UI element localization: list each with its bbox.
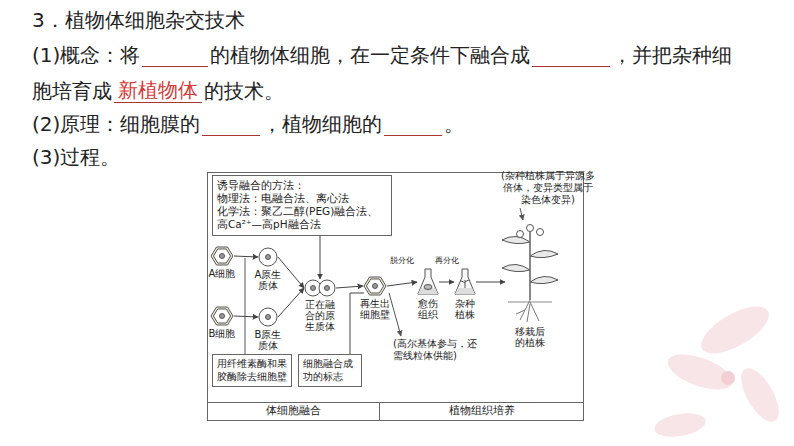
note-box: 用纤维素酶和果胶酶除去细胞壁	[212, 354, 292, 387]
node-label: 杂种植株	[454, 298, 477, 320]
fill-blank	[142, 44, 208, 67]
cell-figure: 再生出细胞壁	[360, 276, 391, 320]
connector	[234, 256, 258, 257]
body-text: (3)过程。	[32, 145, 120, 169]
node-label: 移栽后的植株	[514, 326, 547, 348]
node-label: A细胞	[204, 268, 240, 279]
box-body: 化学法：聚乙二醇(PEG)融合法、高Ca²⁺—高pH融合法	[217, 205, 387, 231]
connector	[387, 282, 417, 286]
shape-icon	[304, 279, 336, 297]
leader-arrow	[520, 208, 523, 220]
box-heading: 诱导融合的方法：	[217, 179, 387, 192]
blossom-decoration	[652, 297, 786, 440]
band-label: 植物组织培养	[449, 405, 515, 417]
box-body: 物理法：电融合法、离心法	[217, 192, 387, 205]
text-line: (2)原理：细胞膜的 ，植物细胞的 。	[32, 112, 464, 136]
section-heading: 3．植物体细胞杂交技术	[32, 8, 245, 32]
plant-figure: 移栽后的植株	[497, 222, 563, 348]
text-line: (3)过程。	[32, 145, 120, 169]
connector	[476, 282, 505, 283]
body-text: 的植物体细胞，在一定条件下融合成	[210, 43, 530, 67]
body-text: ，并把杂种细	[612, 43, 732, 67]
shape-icon	[210, 246, 234, 266]
text-line: (1)概念：将 的植物体细胞，在一定条件下融合成 ，并把杂种细	[32, 43, 732, 67]
node-label: A原生质体	[254, 269, 283, 291]
note-text: (高尔基体参与，还需线粒体供能)	[393, 338, 477, 362]
shape-icon	[210, 306, 234, 326]
node-label: 细胞融合成功的标志	[303, 358, 357, 383]
body-text: 的技术。	[204, 79, 284, 103]
culture-flask: 杂种植株	[454, 268, 477, 320]
note-text: (杂种植株属于异源多倍体，变异类型属于染色体变异)	[500, 170, 596, 206]
fill-blank	[384, 113, 442, 136]
cell-figure: A细胞	[204, 246, 240, 279]
cell-figure: A原生质体	[254, 247, 283, 291]
shape-icon	[363, 276, 387, 296]
connector	[336, 286, 363, 288]
band-label: 体细胞融合	[266, 405, 321, 417]
note-box: 细胞融合成功的标志	[298, 354, 362, 387]
node-label: B细胞	[204, 328, 240, 339]
stage-band: 植物组织培养	[380, 402, 583, 420]
leader-line	[245, 258, 246, 354]
node-label: 用纤维素酶和果胶酶除去细胞壁	[217, 358, 287, 383]
cell-figure: B细胞	[204, 306, 240, 339]
method-box: 诱导融合的方法：物理法：电融合法、离心法化学法：聚乙二醇(PEG)融合法、高Ca…	[212, 175, 392, 236]
connector	[278, 257, 304, 288]
cell-figure: 正在融合的原生质体	[304, 279, 337, 332]
body-text: 胞培育成	[32, 79, 112, 103]
connector	[278, 288, 304, 317]
shape-icon	[417, 268, 439, 296]
connector	[439, 282, 454, 283]
edge-label: 再分化	[434, 257, 460, 265]
text-line: 3．植物体细胞杂交技术	[32, 8, 245, 32]
fill-blank	[532, 44, 610, 67]
body-text: ，植物细胞的	[262, 112, 382, 136]
shape-icon	[258, 247, 278, 267]
diagram-frame	[208, 173, 584, 421]
answer-text: 新植物体	[114, 78, 202, 103]
leader-arrow	[389, 293, 401, 336]
text-line: 胞培育成新植物体的技术。	[32, 78, 284, 103]
body-text: 。	[444, 112, 464, 136]
stage-band: 体细胞融合	[207, 402, 380, 420]
shape-icon	[497, 222, 563, 324]
node-label: 愈伤组织	[417, 298, 440, 320]
body-text: (2)原理：细胞膜的	[32, 112, 200, 136]
edge-label: 脱分化	[389, 257, 415, 265]
shape-icon	[454, 268, 476, 296]
node-label: 再生出细胞壁	[360, 298, 391, 320]
connector	[320, 236, 321, 280]
culture-flask: 愈伤组织	[417, 268, 440, 320]
fill-blank	[202, 113, 260, 136]
shape-icon	[258, 307, 278, 327]
node-label: 正在融合的原生质体	[304, 299, 337, 332]
body-text: (1)概念：将	[32, 43, 140, 67]
node-label: B原生质体	[254, 329, 283, 351]
connector	[234, 316, 258, 317]
cell-figure: B原生质体	[254, 307, 283, 351]
